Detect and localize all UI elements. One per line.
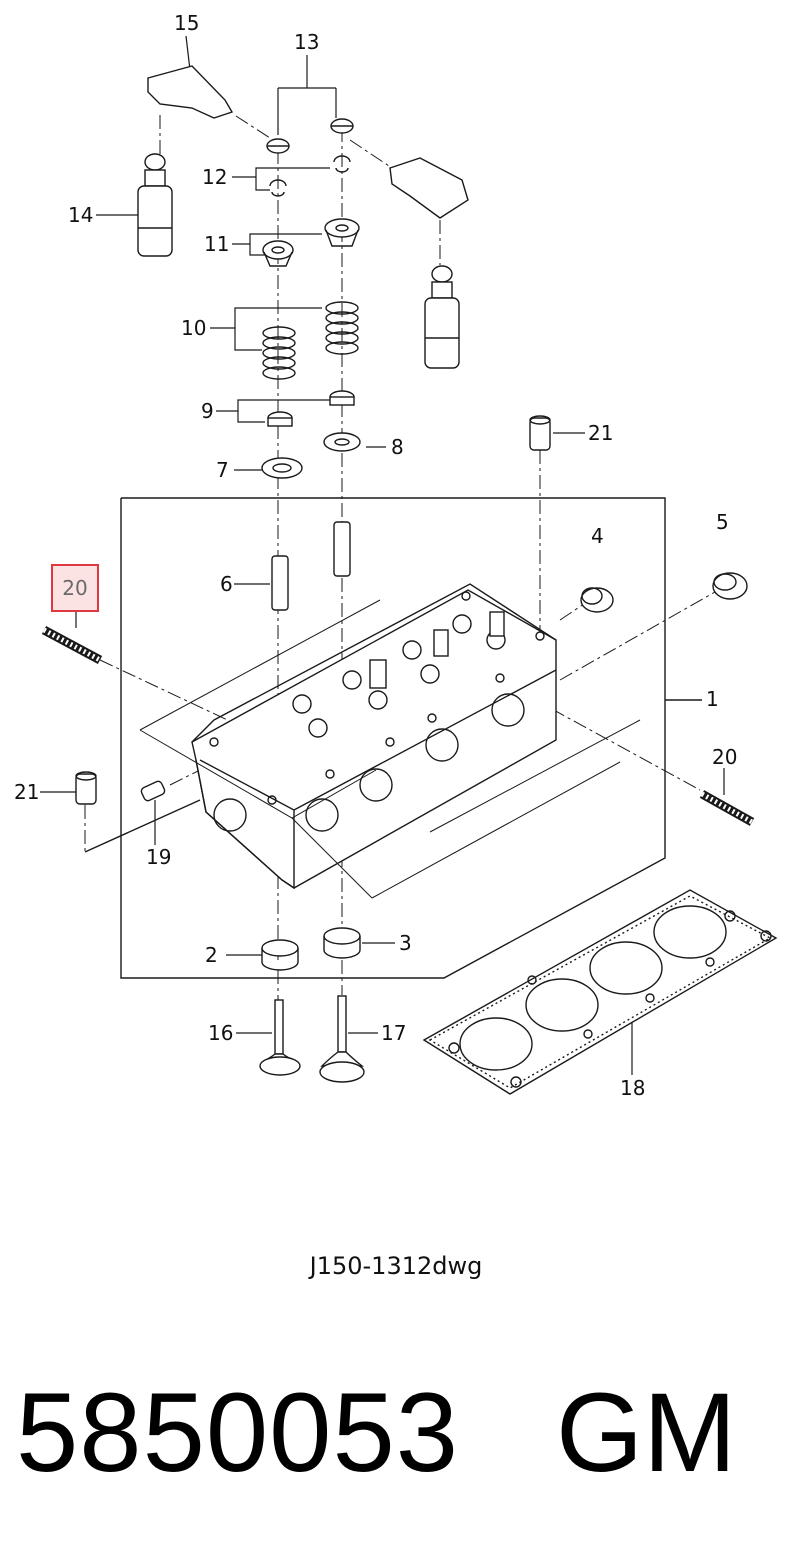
callout-9: 9: [201, 399, 214, 423]
callout-15: 15: [174, 11, 200, 35]
part-number: 5850053: [16, 1370, 460, 1495]
callout-10: 10: [181, 316, 207, 340]
rocker-arm-right: [389, 157, 469, 219]
callout-20-right: 20: [712, 745, 738, 769]
callout-7: 7: [216, 458, 229, 482]
stud-left: [41, 626, 103, 664]
callout-19: 19: [146, 845, 172, 869]
callout-3: 3: [399, 931, 412, 955]
lash-adjuster-right: [424, 265, 460, 369]
callout-14: 14: [68, 203, 94, 227]
callout-6: 6: [220, 572, 233, 596]
cylinder-head-body: [191, 583, 557, 890]
callout-18: 18: [620, 1076, 646, 1100]
assembly-frame: [120, 497, 666, 979]
callout-13: 13: [294, 30, 320, 54]
callout-17: 17: [381, 1021, 407, 1045]
lash-adjuster-left: [137, 153, 173, 257]
exploded-parts-diagram: [40, 35, 778, 1095]
callout-1: 1: [706, 687, 719, 711]
callout-8: 8: [391, 435, 404, 459]
valve-spring-left: [262, 326, 296, 380]
rocker-arm-left: [147, 65, 234, 119]
highlighted-part-callout[interactable]: 20: [51, 564, 99, 612]
callout-21-top: 21: [588, 421, 614, 445]
callout-11: 11: [204, 232, 230, 256]
brand-name: GM: [556, 1370, 737, 1495]
stud-right: [699, 790, 755, 826]
center-lines: [84, 115, 716, 1000]
drawing-code: J150-1312dwg: [309, 1252, 483, 1280]
callout-4: 4: [591, 524, 604, 548]
leader-lines: [40, 35, 725, 1075]
callout-5: 5: [716, 510, 729, 534]
callout-21-left: 21: [14, 780, 40, 804]
callout-12: 12: [202, 165, 228, 189]
callout-16: 16: [208, 1021, 234, 1045]
valve-spring-right: [325, 301, 359, 355]
callout-2: 2: [205, 943, 218, 967]
head-gasket: [422, 889, 778, 1095]
highlighted-part-label: 20: [62, 576, 88, 600]
